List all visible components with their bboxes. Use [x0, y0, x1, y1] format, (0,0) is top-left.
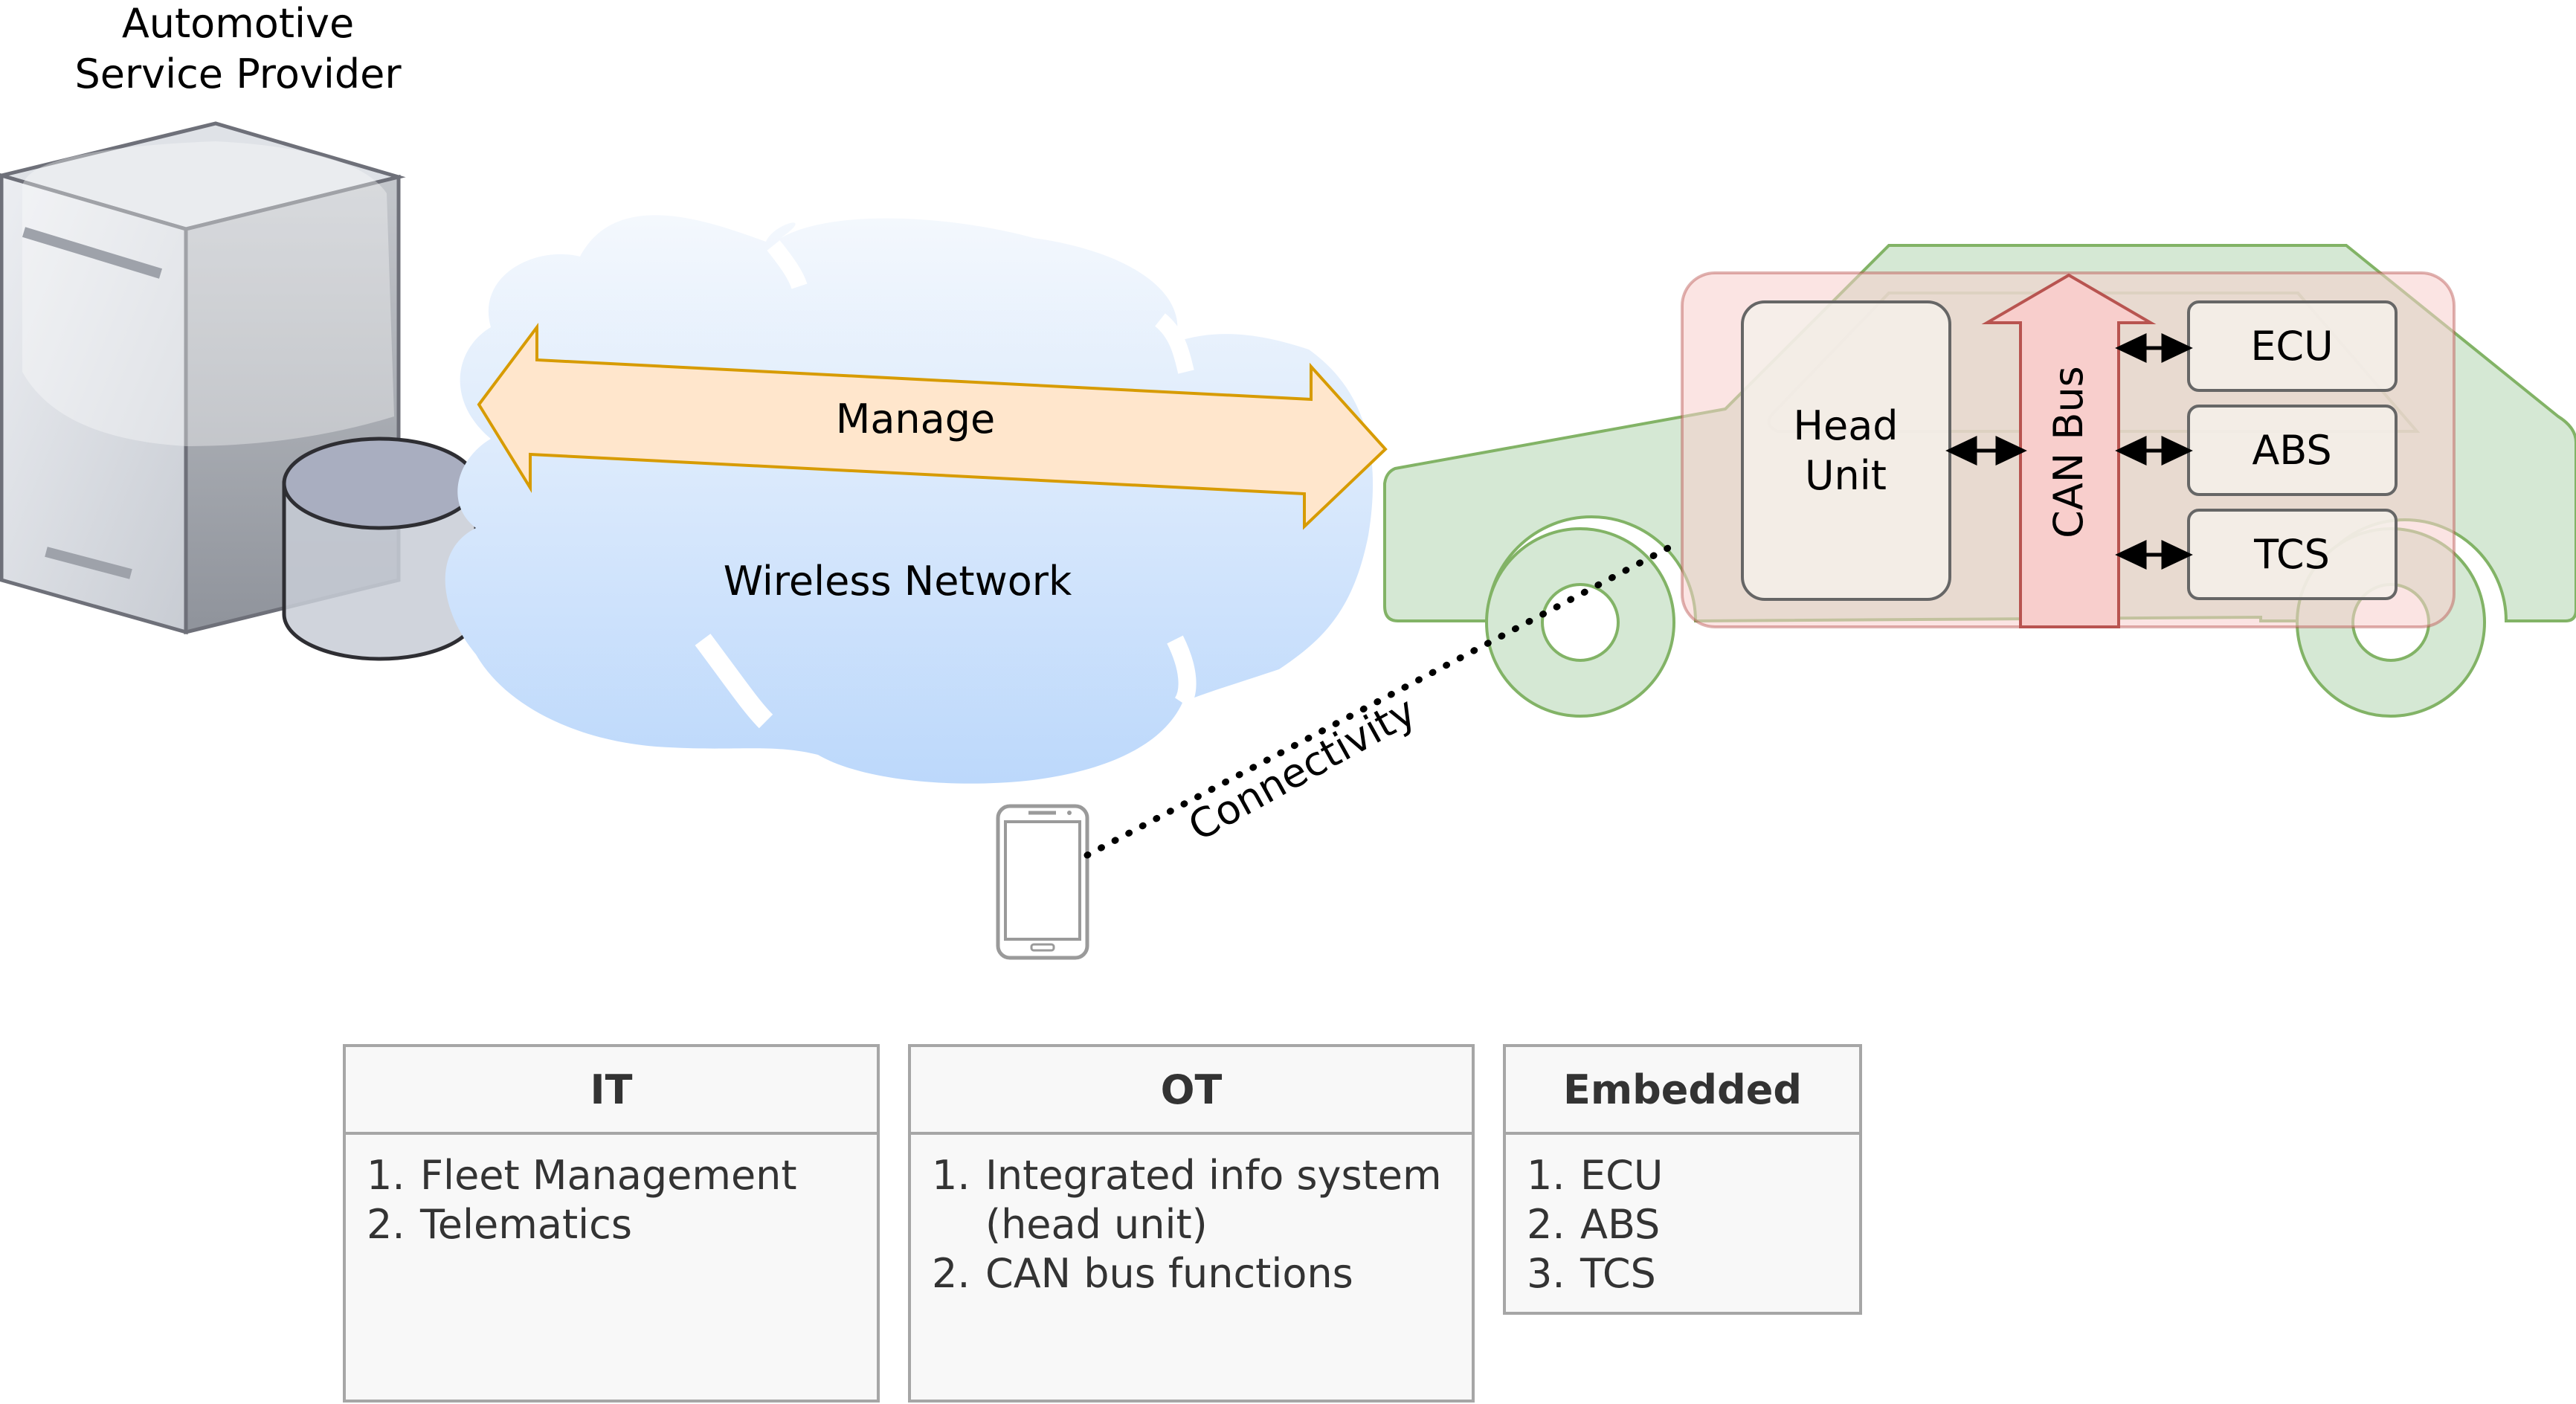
list-item: 2.ABS: [1527, 1201, 1661, 1248]
smartphone-icon: [996, 804, 1089, 960]
abs-bus-connector: [2115, 436, 2193, 466]
cloud-icon: [445, 215, 1374, 784]
ot-table-list: 1.Integrated info system (head unit) 2.C…: [911, 1135, 1472, 1298]
list-item: 1.ECU: [1527, 1152, 1664, 1199]
list-item: 1.Integrated info system (head unit): [932, 1152, 1442, 1248]
list-item: 1.Fleet Management: [367, 1152, 797, 1199]
bus-connectors: [1945, 333, 2193, 570]
connectivity-dotted-line: [1083, 538, 1684, 859]
ot-table: OT 1.Integrated info system (head unit) …: [908, 1044, 1475, 1403]
can-bus-label: CAN Bus: [2045, 366, 2092, 538]
tcs-bus-connector: [2115, 540, 2193, 570]
list-item: 2.CAN bus functions: [932, 1250, 1353, 1297]
head-unit-bus-connector: [1945, 436, 2027, 466]
abs-module-label: ABS: [2252, 427, 2331, 474]
database-icon: [282, 437, 478, 661]
embedded-table: Embedded 1.ECU 2.ABS 3.TCS: [1503, 1044, 1862, 1315]
head-unit-label-line1: Head: [1793, 402, 1898, 449]
tcs-module-label: TCS: [2253, 531, 2330, 578]
connectivity-label: Connectivity: [1181, 687, 1423, 850]
list-item: 2.Telematics: [367, 1201, 632, 1248]
wireless-network-label: Wireless Network: [724, 558, 1072, 605]
ecu-module-label: ECU: [2250, 323, 2333, 370]
ecu-bus-connector: [2115, 333, 2193, 363]
it-table-list: 1.Fleet Management 2.Telematics: [346, 1135, 877, 1249]
provider-label-line2: Service Provider: [74, 51, 402, 97]
ot-table-title: OT: [911, 1047, 1472, 1135]
can-bus-arrow: [1981, 273, 2157, 628]
manage-label: Manage: [836, 396, 996, 442]
embedded-table-title: Embedded: [1506, 1047, 1859, 1135]
provider-label-line1: Automotive: [122, 0, 354, 47]
head-unit-box: [1741, 300, 1951, 601]
head-unit-label-line2: Unit: [1805, 452, 1887, 499]
embedded-table-list: 1.ECU 2.ABS 3.TCS: [1506, 1135, 1859, 1298]
it-table-title: IT: [346, 1047, 877, 1135]
list-item: 3.TCS: [1527, 1250, 1656, 1297]
manage-double-arrow: [477, 323, 1388, 530]
it-table: IT 1.Fleet Management 2.Telematics: [343, 1044, 880, 1403]
